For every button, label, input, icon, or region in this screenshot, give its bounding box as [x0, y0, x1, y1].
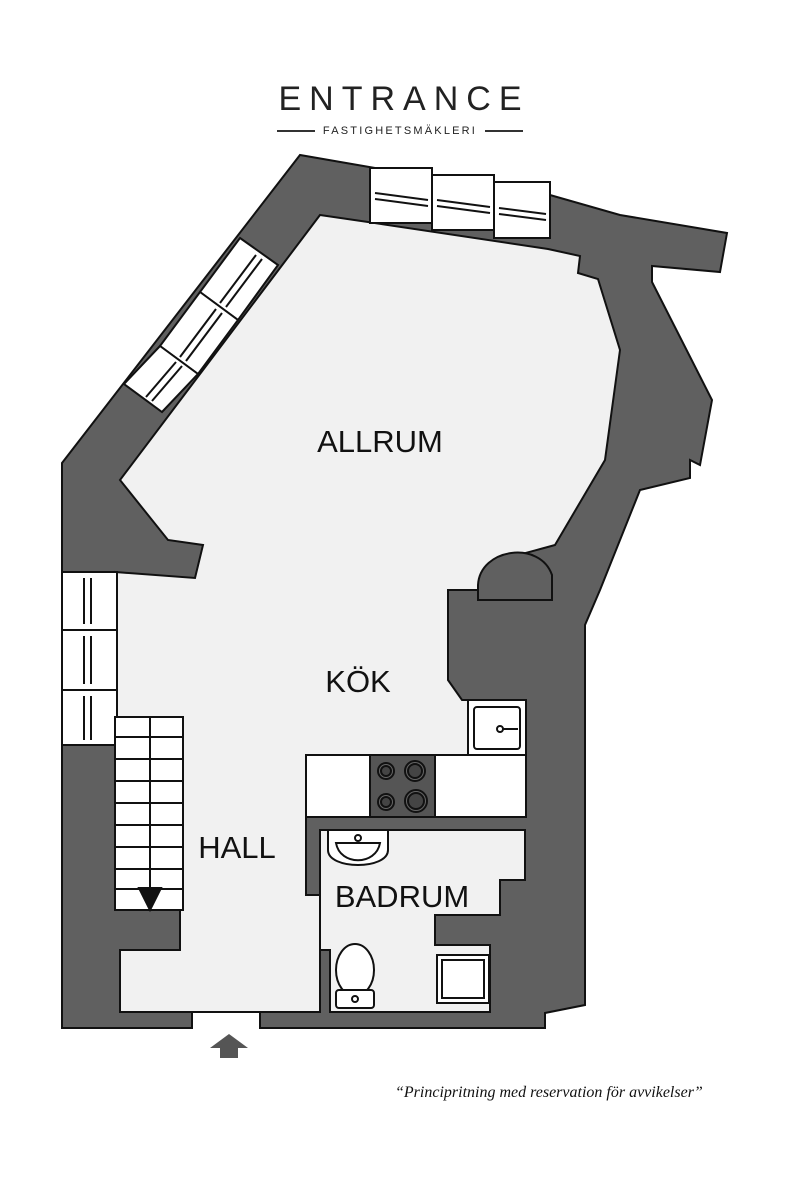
- room-label-allrum: ALLRUM: [317, 424, 443, 459]
- logo-tagline: FASTIGHETSMÄKLERI: [322, 125, 478, 137]
- laundry-cabinet: [436, 954, 490, 1004]
- room-label-badrum: BADRUM: [335, 879, 469, 914]
- logo-brand-name: ENTRANCE: [278, 80, 530, 118]
- stove-icon: [369, 754, 436, 818]
- logo-tagline-row: FASTIGHETSMÄKLERI: [0, 125, 800, 137]
- corner-pillar: [477, 551, 553, 601]
- room-label-hall: HALL: [198, 830, 276, 865]
- bathroom-fixtures: [327, 829, 490, 1009]
- logo-rule-left: [276, 130, 315, 132]
- windows-top: [369, 167, 551, 239]
- window-left-3: [61, 689, 118, 746]
- windows-diagonal: [122, 236, 280, 414]
- washbasin-icon: [327, 829, 389, 866]
- window-left-1: [61, 571, 118, 631]
- company-logo: ENTRANCE FASTIGHETSMÄKLERI: [0, 80, 800, 137]
- sink-icon: [473, 706, 521, 750]
- entrance-arrow-icon: [210, 1034, 248, 1058]
- room-label-kok: KÖK: [325, 664, 391, 699]
- disclaimer-note: “Principritning med reservation för avvi…: [395, 1084, 703, 1101]
- kitchen: [305, 699, 527, 818]
- logo-rule-right: [485, 130, 524, 132]
- toilet-icon: [335, 943, 375, 1009]
- stairs-down-arrow-icon: [137, 887, 163, 913]
- window-left-2: [61, 629, 118, 691]
- staircase: [114, 716, 184, 913]
- windows-left: [61, 571, 118, 746]
